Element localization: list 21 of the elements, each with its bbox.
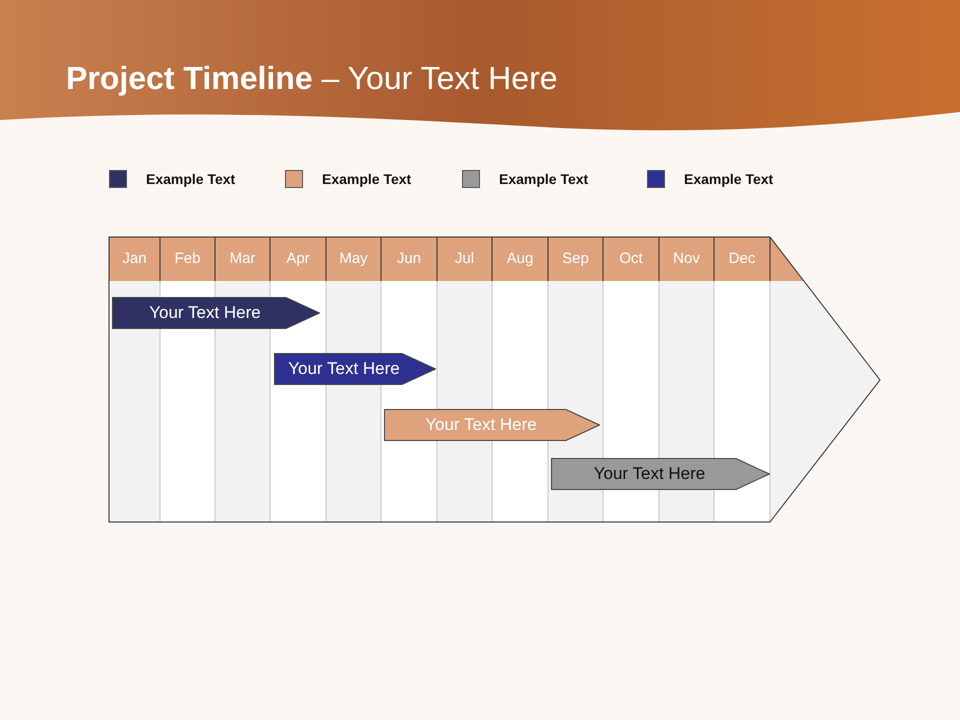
timeline-arrow-bar: Your Text Here (384, 409, 600, 441)
month-header: Sep (561, 250, 590, 267)
month-header: Jan (121, 250, 148, 267)
month-header: Jul (454, 250, 476, 267)
month-header: Dec (728, 250, 756, 267)
timeline-arrow-bar: Your Text Here (112, 297, 320, 329)
month-header: Oct (618, 250, 644, 267)
month-header: Aug (506, 250, 534, 267)
legend-label: Example Text (499, 171, 588, 187)
month-header: Feb (174, 250, 202, 267)
month-header: Jun (396, 250, 422, 267)
legend-label: Example Text (146, 171, 236, 187)
month-header: Apr (285, 250, 311, 267)
slide-title: Project Timeline – Your Text Here (66, 60, 558, 97)
legend-label: Example Text (322, 171, 412, 187)
legend-label: Example Text (684, 171, 774, 187)
timeline-arrow-bar: Your Text Here (274, 353, 436, 385)
month-header: May (338, 250, 369, 267)
month-header: Mar (228, 250, 256, 267)
month-header: Nov (672, 250, 701, 267)
timeline-arrow-bar: Your Text Here (551, 458, 770, 490)
